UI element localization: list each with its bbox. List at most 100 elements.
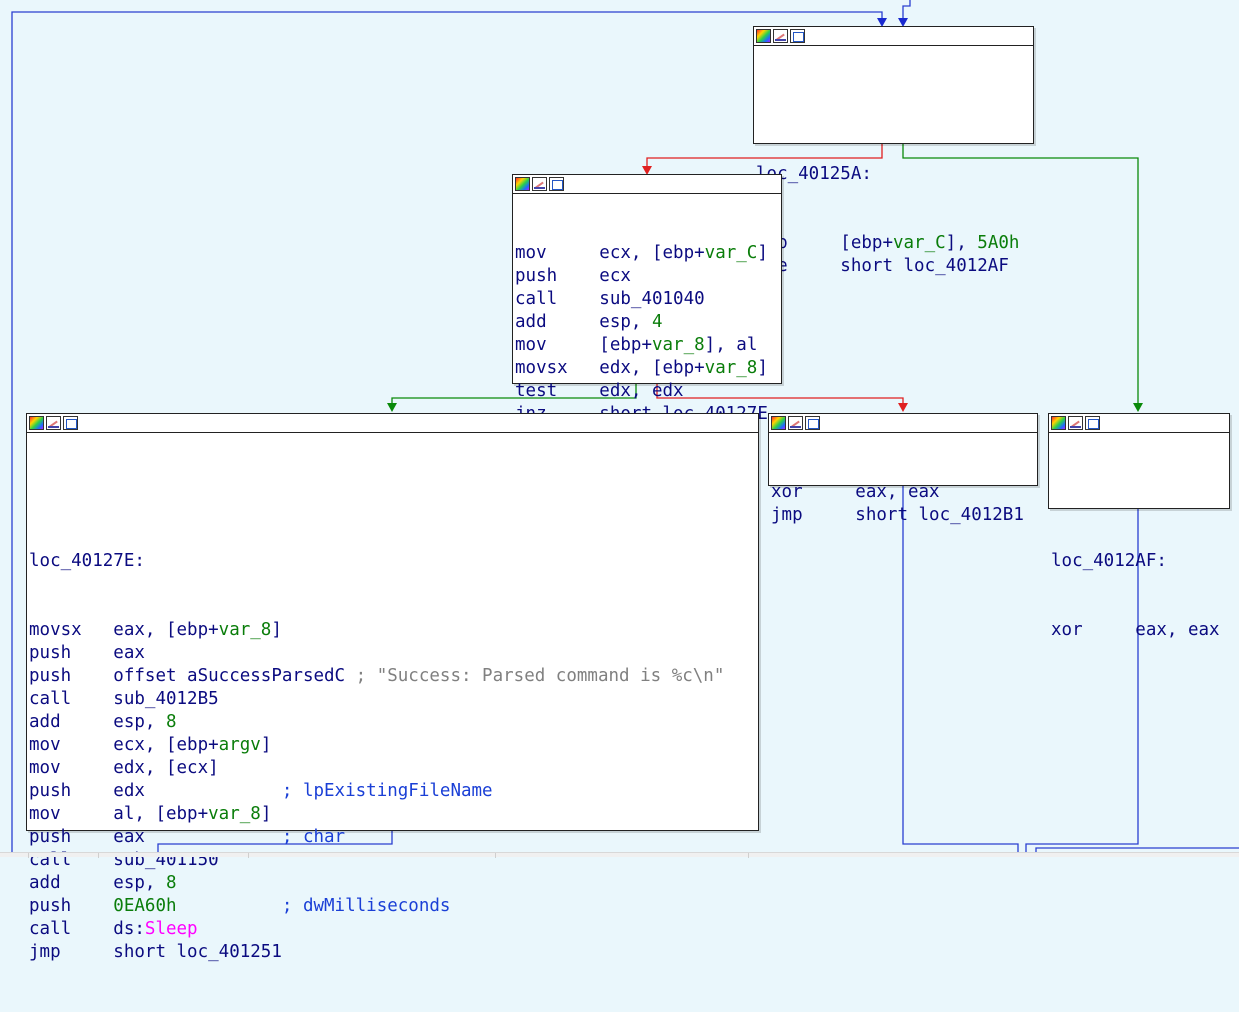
mnemonic: add [29, 873, 114, 893]
operand: edx [113, 781, 282, 801]
instruction-line[interactable]: add esp, 8 [29, 872, 758, 895]
instruction-line[interactable]: call sub_401040 [515, 288, 781, 311]
mnemonic: movsx [515, 358, 600, 378]
node-loc-4012af[interactable]: loc_4012AF: xor eax, eax [1048, 413, 1230, 640]
graph-overview-icon[interactable] [549, 177, 564, 191]
instruction-line[interactable]: push offset aSuccessParsedC ; "Success: … [29, 665, 758, 688]
mnemonic: movsx [29, 620, 114, 640]
rename-icon[interactable] [773, 29, 788, 43]
operand: sub_401040 [599, 289, 705, 309]
node-loc-40127e[interactable]: loc_40127E: movsx eax, [ebp+var_8]push e… [26, 413, 759, 962]
mnemonic: push [29, 643, 114, 663]
instruction-line[interactable]: movsx eax, [ebp+var_8] [29, 619, 758, 642]
color-palette-icon[interactable] [756, 29, 771, 43]
instruction-line[interactable]: add esp, 4 [515, 311, 781, 334]
operand: esp, [599, 312, 652, 332]
operand: ], [945, 233, 978, 253]
color-palette-icon[interactable] [29, 416, 44, 430]
instruction-line[interactable]: xor eax, eax [1051, 619, 1229, 642]
instruction-line[interactable]: movsx edx, [ebp+var_8] [515, 357, 781, 380]
color-palette-icon[interactable] [515, 177, 530, 191]
edge-arrowhead [898, 18, 908, 27]
graph-overview-icon[interactable] [805, 416, 820, 430]
operand: Sleep [144, 919, 198, 939]
node-header [27, 414, 758, 433]
mnemonic: jmp [29, 942, 114, 962]
instruction-line[interactable]: jge short loc_4012AF [756, 255, 1033, 278]
mnemonic: test [515, 381, 600, 401]
graph-overview-icon[interactable] [790, 29, 805, 43]
instruction-line[interactable]: jmp short loc_401251 [29, 941, 758, 964]
rename-icon[interactable] [788, 416, 803, 430]
instruction-line[interactable]: push ecx [515, 265, 781, 288]
comment: ; dwMilliseconds [281, 896, 451, 916]
node-header [754, 27, 1033, 46]
mnemonic: mov [515, 243, 600, 263]
instruction-line[interactable]: jmp short loc_4012B1 [771, 504, 1037, 527]
graph-edges [11, 0, 1239, 857]
operand: ] [260, 804, 272, 824]
operand: argv [218, 735, 261, 755]
instruction-line[interactable]: push 0EA60h ; dwMilliseconds [29, 895, 758, 918]
edge-out-xor [902, 485, 1019, 857]
instruction-line[interactable]: mov edx, [ecx] [29, 757, 758, 780]
instruction-line[interactable]: push eax ; char [29, 826, 758, 849]
mnemonic: add [29, 712, 114, 732]
node-header [769, 414, 1037, 433]
instruction-line[interactable]: mov ecx, [ebp+argv] [29, 734, 758, 757]
mnemonic: push [29, 781, 114, 801]
mnemonic: call [29, 919, 114, 939]
instruction-line[interactable]: mov ecx, [ebp+var_C] [515, 242, 781, 265]
horizontal-scrollbar[interactable] [0, 852, 1239, 858]
instruction-line[interactable]: test edx, edx [515, 380, 781, 403]
node-label[interactable]: loc_4012AF: [1051, 551, 1167, 571]
operand: var_8 [704, 358, 758, 378]
instruction-line[interactable]: xor eax, eax [771, 481, 1037, 504]
mnemonic: call [515, 289, 600, 309]
instruction-line[interactable]: call sub_4012B5 [29, 688, 758, 711]
operand: 8 [165, 712, 177, 732]
operand: short loc_4012B1 [855, 505, 1024, 525]
node-label[interactable]: loc_40125A: [756, 164, 872, 184]
instruction-line[interactable]: cmp [ebp+var_C], 5A0h [756, 232, 1033, 255]
mnemonic: call [29, 689, 114, 709]
operand: var_8 [651, 335, 705, 355]
instruction-line[interactable]: mov [ebp+var_8], al [515, 334, 781, 357]
node-label[interactable]: loc_40127E: [29, 551, 145, 571]
color-palette-icon[interactable] [771, 416, 786, 430]
operand: edx, [ebp+ [599, 358, 705, 378]
operand: ], al [704, 335, 758, 355]
edge-arrowhead [387, 403, 397, 412]
operand: ecx [599, 266, 631, 286]
operand: esp, [113, 873, 166, 893]
color-palette-icon[interactable] [1051, 416, 1066, 430]
rename-icon[interactable] [46, 416, 61, 430]
graph-overview-icon[interactable] [63, 416, 78, 430]
rename-icon[interactable] [532, 177, 547, 191]
graph-overview-icon[interactable] [1085, 416, 1100, 430]
instruction-line[interactable]: push eax [29, 642, 758, 665]
edge-false-cmp [646, 143, 883, 168]
mnemonic: push [29, 896, 114, 916]
instruction-line[interactable]: add esp, 8 [29, 711, 758, 734]
operand: eax [113, 827, 282, 847]
operand: ] [757, 358, 768, 378]
operand: [ebp+ [599, 335, 652, 355]
rename-icon[interactable] [1068, 416, 1083, 430]
operand: short loc_4012AF [840, 256, 1009, 276]
instruction-line[interactable]: call ds:Sleep [29, 918, 758, 941]
operand: var_8 [208, 804, 261, 824]
node-body: loc_4012AF: xor eax, eax [1049, 433, 1229, 690]
mnemonic: jmp [771, 505, 856, 525]
blank-line [756, 94, 1033, 117]
instruction-line[interactable]: mov al, [ebp+var_8] [29, 803, 758, 826]
instruction-line[interactable]: push edx ; lpExistingFileName [29, 780, 758, 803]
mnemonic: mov [29, 804, 114, 824]
